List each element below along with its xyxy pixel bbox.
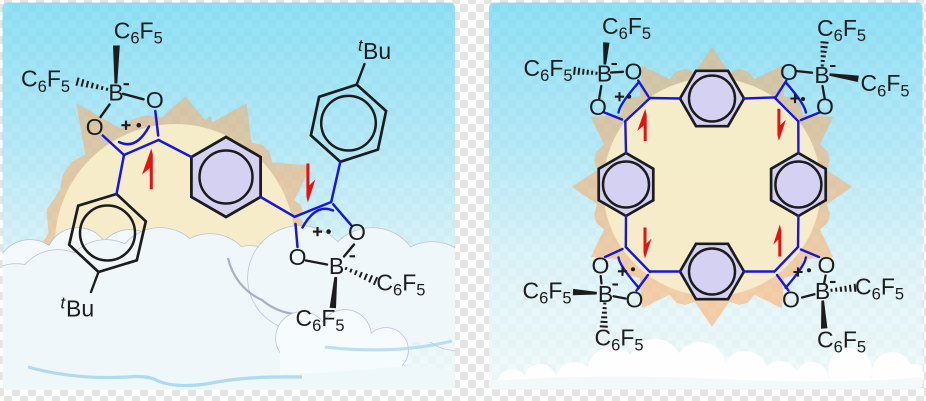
svg-text:O: O (780, 59, 798, 85)
svg-text:B: B (108, 80, 123, 106)
svg-text:O: O (348, 219, 366, 245)
svg-text:B: B (814, 62, 829, 88)
svg-text:t: t (61, 295, 67, 313)
svg-text:O: O (782, 287, 800, 313)
svg-text:O: O (592, 253, 610, 279)
svg-text:O: O (86, 114, 104, 140)
svg-text:O: O (589, 94, 607, 120)
svg-text:B: B (597, 61, 612, 87)
svg-text:Bu: Bu (363, 38, 391, 64)
svg-text:Bu: Bu (66, 296, 94, 322)
svg-text:O: O (816, 93, 834, 119)
svg-text:O: O (289, 244, 307, 270)
svg-text:B: B (329, 253, 344, 279)
svg-text:O: O (626, 287, 644, 313)
svg-text:t: t (358, 37, 364, 55)
svg-text:O: O (625, 58, 643, 84)
svg-text:B: B (815, 278, 830, 304)
svg-text:O: O (146, 87, 164, 113)
svg-text:C6F5: C6F5 (376, 269, 425, 299)
svg-text:O: O (818, 252, 836, 278)
svg-text:B: B (598, 281, 613, 307)
